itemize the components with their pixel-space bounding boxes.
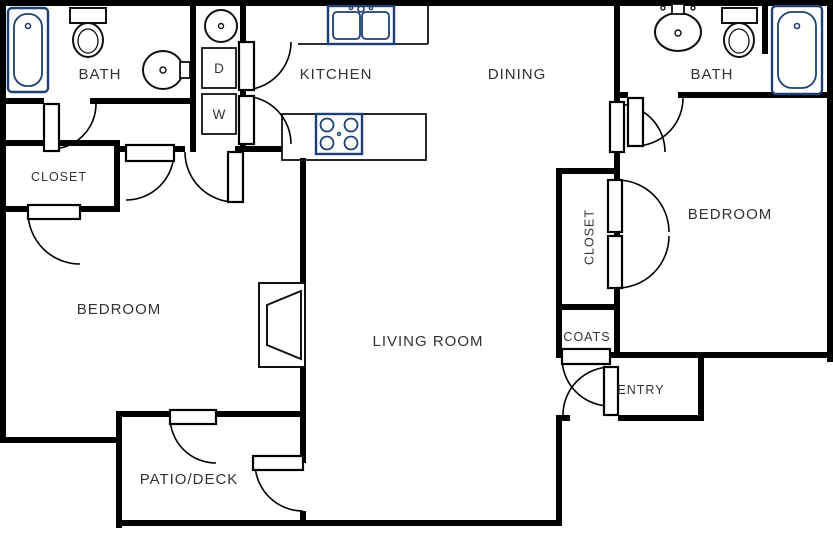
room-label-entry: ENTRY: [617, 383, 664, 397]
room-label-living-room: LIVING ROOM: [372, 333, 483, 350]
bathtub-icon: [6, 6, 50, 94]
door-bedroom-right: [608, 100, 666, 154]
toilet-icon: [69, 7, 107, 58]
door-hall-bedroom-left: [124, 143, 176, 201]
room-label-coats: COATS: [563, 330, 610, 344]
bathtub-icon-right: [770, 4, 824, 96]
kitchen-sink-icon: [326, 4, 396, 46]
door-bedroom-left: [184, 150, 245, 204]
door-bath-right: [626, 96, 684, 148]
room-label-dining: DINING: [488, 66, 547, 83]
door-entry: [562, 365, 620, 417]
door-closet-left: [26, 203, 82, 265]
door-coats: [560, 347, 612, 407]
toilet-icon-right: [721, 7, 758, 58]
door-bath-left: [42, 102, 97, 153]
door-patio-living: [251, 454, 305, 512]
room-label-closet-left: CLOSET: [31, 170, 87, 184]
room-label-bedroom-left: BEDROOM: [77, 301, 162, 318]
room-label-kitchen: KITCHEN: [300, 66, 373, 83]
washer-box: [201, 93, 237, 135]
room-label-bath-right: BATH: [691, 66, 734, 83]
room-label-bath-left: BATH: [79, 66, 122, 83]
dryer-box: [201, 47, 237, 89]
dryer-label: D: [214, 61, 224, 76]
washer-label: W: [213, 107, 226, 122]
water-heater-icon: [204, 9, 238, 43]
door-laundry: [237, 40, 292, 146]
door-patio-bedroom: [168, 408, 218, 464]
sink-icon-right: [654, 3, 702, 52]
sink-icon: [142, 50, 191, 90]
room-label-closet-right: CLOSET: [583, 209, 597, 265]
room-label-patio: PATIO/DECK: [140, 471, 239, 488]
door-closet-right: [606, 178, 670, 290]
stove-icon: [314, 112, 364, 156]
fireplace-icon: [258, 282, 306, 368]
doors: [26, 40, 684, 512]
room-label-bedroom-right: BEDROOM: [688, 206, 773, 223]
